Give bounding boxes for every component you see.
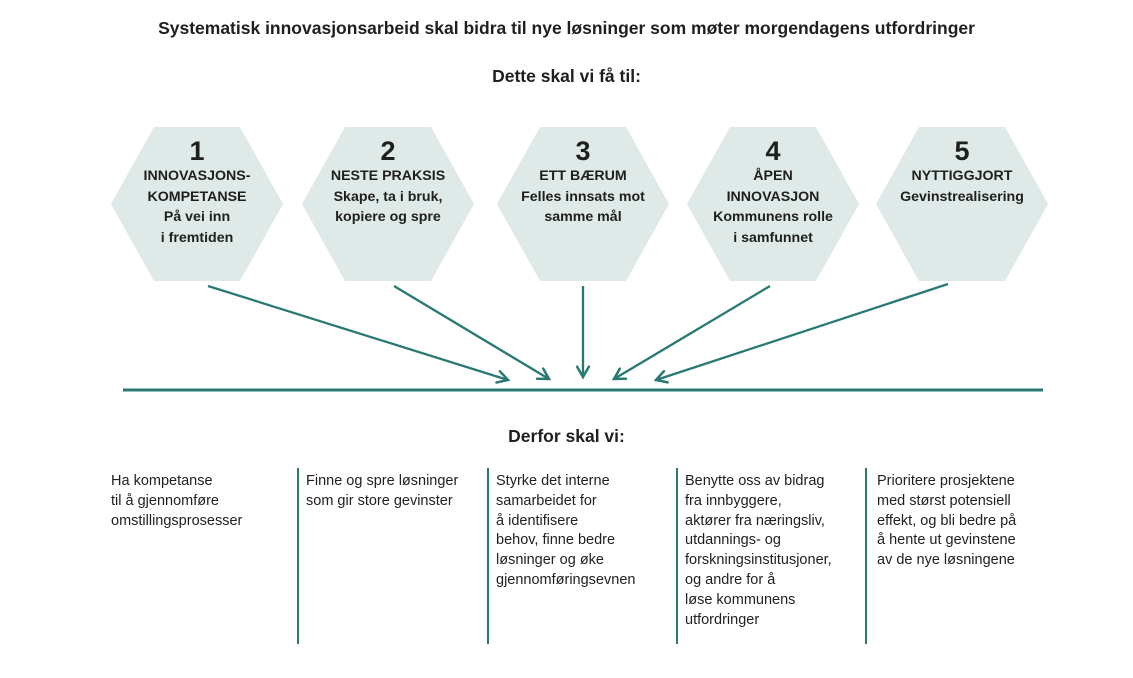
column-divider — [865, 468, 867, 644]
hexagon-subtitle: Felles innsats mot samme mål — [521, 188, 645, 226]
hexagon-title: ÅPEN INNOVASJON — [726, 168, 820, 205]
arrow-5 — [653, 282, 949, 384]
hexagon-subtitle: Kommunens rolle i samfunnet — [713, 209, 833, 246]
goal-heading: Dette skal vi få til: — [492, 66, 641, 86]
column-divider — [487, 468, 489, 644]
hexagon-number: 3 — [575, 136, 591, 166]
page-title: Systematisk innovasjonsarbeid skal bidra… — [158, 18, 975, 38]
hexagon-ett-baerum: 3 ETT BÆRUM Felles innsats mot samme mål — [497, 127, 669, 281]
hexagon-subtitle: På vei inn i fremtiden — [160, 209, 234, 246]
column-divider — [676, 468, 678, 644]
derfor-item-prioritere: Prioritere prosjektene med størst potens… — [877, 473, 1017, 569]
hexagon-apen-innovasjon: 4 ÅPEN INNOVASJON Kommunens rolle i samf… — [687, 127, 859, 281]
hexagon-subtitle: Gevinstrealisering — [900, 188, 1024, 205]
hexagon-title: NESTE PRAKSIS — [330, 168, 446, 184]
hexagon-neste-praksis: 2 NESTE PRAKSIS Skape, ta i bruk, kopier… — [302, 127, 474, 281]
derfor-item-bidrag: Benytte oss av bidrag fra innbyggere, ak… — [685, 473, 832, 628]
arrow-1 — [207, 284, 511, 384]
hexagon-subtitle: Skape, ta i bruk, kopiere og spre — [333, 188, 443, 226]
arrow-4 — [611, 285, 771, 381]
derfor-item-samarbeid: Styrke det interne samarbeidet for å ide… — [496, 473, 636, 588]
hexagon-innovasjonskompetanse: 1 INNOVASJONS- KOMPETANSE På vei inn i f… — [111, 127, 283, 281]
hexagon-number: 5 — [954, 136, 970, 166]
hexagon-number: 1 — [189, 136, 205, 166]
hexagon-number: 2 — [380, 136, 396, 166]
hexagon-title: INNOVASJONS- KOMPETANSE — [143, 168, 251, 205]
derfor-item-kompetanse: Ha kompetanse til å gjennomføre omstilli… — [111, 473, 243, 529]
hexagon-title: ETT BÆRUM — [539, 168, 627, 184]
hexagon-number: 4 — [765, 136, 781, 166]
arrow-2 — [393, 285, 552, 381]
derfor-heading: Derfor skal vi: — [508, 426, 625, 446]
column-divider — [297, 468, 299, 644]
derfor-item-losninger: Finne og spre løsninger som gir store ge… — [306, 473, 459, 509]
hexagon-nyttiggjort: 5 NYTTIGGJORT Gevinstrealisering — [876, 127, 1048, 281]
hexagon-title: NYTTIGGJORT — [911, 168, 1013, 184]
